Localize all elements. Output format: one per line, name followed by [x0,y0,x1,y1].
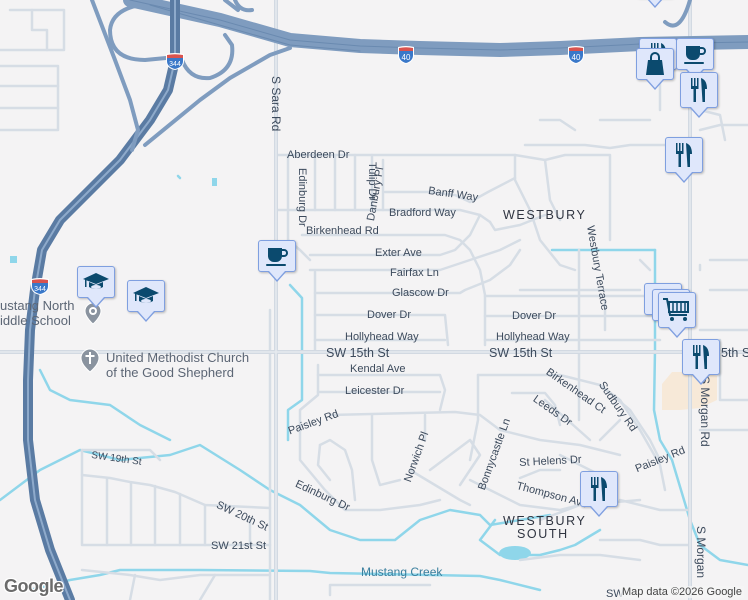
google-logo[interactable]: Google [4,576,64,596]
coffee-marker-morgan[interactable] [676,38,714,80]
label-dover-dr-west: Dover Dr [367,309,412,321]
poi-church-name-line2: of the Good Shepherd [106,365,234,380]
fork-knife-icon [691,78,707,102]
label-sw-15th-st-far-east: 5th S [721,346,748,360]
label-s-morgan-rd: S Morgan Rd [698,376,712,447]
label-westbury-south-line1: WESTBURY [503,514,587,528]
label-dover-dr-east: Dover Dr [512,310,557,322]
svg-text:40: 40 [572,53,581,62]
label-bradford-way: Bradford Way [389,207,456,219]
shopping-marker[interactable] [636,48,674,90]
coffee-cup-icon [684,46,706,64]
school-marker-1[interactable] [77,266,115,308]
label-sw-15th-st-west: SW 15th St [326,346,390,360]
i40-shield-east: 40 [567,45,587,64]
poi-school-name-line1: ustang North [0,298,75,313]
i40-shield-west: 40 [397,45,417,64]
label-sw-bottom: SW [606,588,624,600]
grocery-marker[interactable] [658,292,696,338]
restaurant-marker-2[interactable] [665,137,703,183]
svg-text:344: 344 [169,61,181,68]
coffee-cup-icon [266,248,288,266]
label-glascow-dr: Glascow Dr [392,287,449,299]
label-edinburg-dr-north: Edinburg Dr [296,168,308,227]
i344-shield-south: 344 [30,277,50,295]
label-exter-ave: Exter Ave [375,247,422,259]
shopping-bag-icon [646,52,664,75]
fork-knife-icon [693,345,709,369]
poi-church-name-line1: United Methodist Church [106,350,250,365]
label-kendal-ave: Kendal Ave [350,363,406,375]
svg-text:344: 344 [34,286,46,293]
label-s-sara-rd: S Sara Rd [269,76,283,132]
school-marker-2[interactable] [127,280,165,322]
poi-church[interactable]: United Methodist Church of the Good Shep… [79,348,319,384]
label-birkenhead-rd: Birkenhead Rd [306,225,379,237]
label-hollyhead-way-west: Hollyhead Way [345,331,419,343]
coffee-marker[interactable] [258,240,296,282]
label-leicester-dr: Leicester Dr [345,385,405,397]
label-westbury: WESTBURY [503,208,587,222]
i344-shield-north: 344 [165,52,185,70]
label-aberdeen-dr: Aberdeen Dr [287,149,350,161]
shopping-cart-icon [663,298,689,321]
graduation-cap-icon [133,287,159,303]
fork-knife-icon [676,143,692,167]
label-sw-15th-st-east: SW 15th St [489,346,553,360]
restaurant-marker-1[interactable] [680,72,718,118]
svg-text:40: 40 [402,53,411,62]
poi-school-name-line2: iddle School [0,313,71,328]
label-fairfax-ln: Fairfax Ln [390,267,439,279]
label-westbury-south-line2: SOUTH [517,527,569,541]
restaurant-marker-3[interactable] [682,339,720,385]
fork-knife-icon [591,477,607,501]
label-hollyhead-way-east: Hollyhead Way [496,331,570,343]
church-pin-icon [79,348,101,374]
graduation-cap-icon [83,273,109,289]
label-s-morgan-rd-south: S Morgan [694,526,708,579]
map-attribution: Map data ©2026 Google [619,586,744,598]
restaurant-marker-4[interactable] [580,471,618,517]
school-pin-icon[interactable] [83,302,103,326]
label-mustang-creek: Mustang Creek [361,565,443,579]
label-sw-21st-st: SW 21st St [211,540,267,552]
